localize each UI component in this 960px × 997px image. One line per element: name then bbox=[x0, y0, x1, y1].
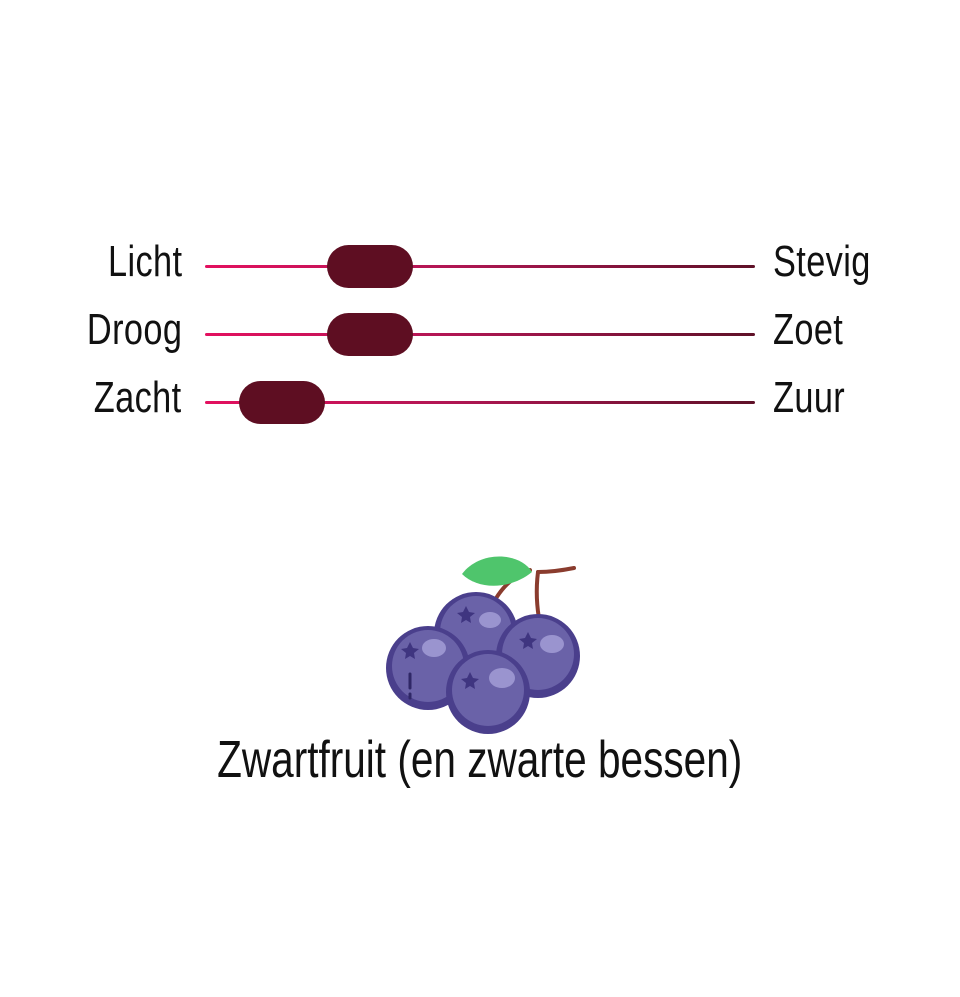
scale-row-droog-zoet: Droog Zoet bbox=[0, 300, 960, 368]
scale-right-label: Stevig bbox=[773, 237, 871, 286]
scale-track bbox=[205, 265, 755, 268]
scale-right-label: Zoet bbox=[773, 305, 844, 354]
scale-left-label: Zacht bbox=[94, 373, 182, 422]
blackcurrant-berries-icon bbox=[380, 548, 580, 738]
scale-left-label: Licht bbox=[107, 237, 182, 286]
scale-row-zacht-zuur: Zacht Zuur bbox=[0, 368, 960, 436]
scale-right-label: Zuur bbox=[773, 373, 846, 422]
scale-track bbox=[205, 401, 755, 404]
taste-scales: Licht Stevig Droog Zoet Zacht Zuur bbox=[0, 232, 960, 436]
scale-thumb[interactable] bbox=[327, 245, 413, 288]
scale-row-licht-stevig: Licht Stevig bbox=[0, 232, 960, 300]
scale-thumb[interactable] bbox=[239, 381, 325, 424]
caption-text: Zwartfruit (en zwarte bessen) bbox=[217, 731, 743, 789]
scale-track bbox=[205, 333, 755, 336]
scale-left-label: Droog bbox=[86, 305, 182, 354]
scale-thumb[interactable] bbox=[327, 313, 413, 356]
wine-aroma-caption: Zwartfruit (en zwarte bessen) bbox=[0, 728, 960, 792]
